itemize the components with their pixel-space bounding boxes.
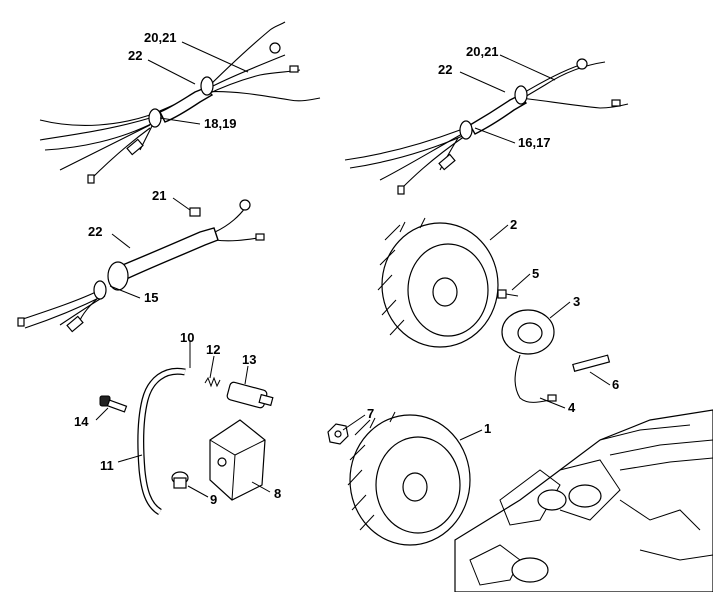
part-12-spring: [204, 376, 221, 388]
part-1-flywheel: [347, 411, 471, 546]
label-1: 1: [484, 421, 491, 436]
part-2-flywheel: [377, 217, 499, 348]
leader-lines: [95, 41, 611, 498]
label-18-19: 18,19: [204, 116, 237, 131]
engine-block: [454, 409, 713, 592]
part-11-tube: [137, 367, 186, 516]
label-9: 9: [210, 492, 217, 507]
label-2: 2: [510, 217, 517, 232]
wiring-harness-15: [17, 199, 265, 333]
part-8-carburetor: [209, 419, 266, 501]
label-13: 13: [242, 352, 256, 367]
part-14-screw: [99, 395, 128, 413]
label-12: 12: [206, 342, 220, 357]
part-labels: 20,21 22 18,19 20,21 22 16,17 21 22 15 2…: [74, 30, 619, 507]
label-8: 8: [274, 486, 281, 501]
label-6: 6: [612, 377, 619, 392]
wiring-harness-18-19: [39, 21, 321, 184]
part-5-screw: [497, 289, 519, 299]
part-7-nut: [327, 423, 349, 445]
label-7: 7: [367, 406, 374, 421]
label-11: 11: [100, 458, 114, 473]
part-13-valve: [226, 381, 274, 409]
label-3: 3: [573, 294, 580, 309]
label-21: 21: [152, 188, 166, 203]
label-22-top-left: 22: [128, 48, 142, 63]
label-10: 10: [180, 330, 194, 345]
part-21-clip: [189, 207, 201, 217]
label-16-17: 16,17: [518, 135, 551, 150]
label-20-21-right: 20,21: [466, 44, 499, 59]
part-9-cap: [171, 471, 189, 489]
label-20-21-left: 20,21: [144, 30, 177, 45]
part-6-pin: [572, 354, 611, 372]
label-22-top-right: 22: [438, 62, 452, 77]
label-15: 15: [144, 290, 158, 305]
part-3-ignition-coil: [501, 309, 557, 403]
label-22-middle: 22: [88, 224, 102, 239]
label-4: 4: [568, 400, 576, 415]
label-14: 14: [74, 414, 89, 429]
label-5: 5: [532, 266, 539, 281]
wiring-harness-16-17: [344, 58, 629, 195]
